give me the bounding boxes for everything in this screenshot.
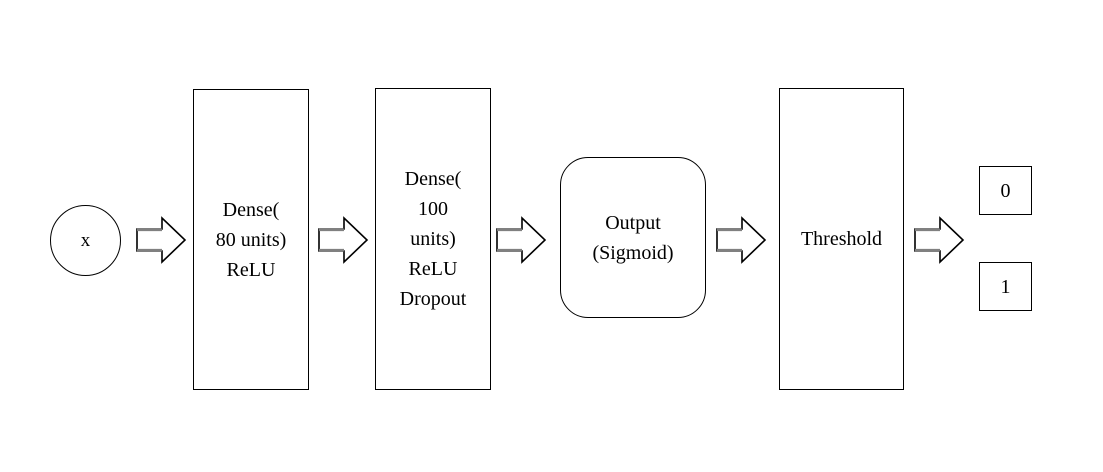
dense-layer-2-label: Dense( 100 units) ReLU Dropout — [399, 168, 467, 310]
class-output-1[interactable]: 1 — [979, 262, 1032, 311]
arrow-output-to-threshold — [716, 216, 767, 264]
input-node[interactable]: x — [50, 205, 121, 276]
arrow-input-to-dense1 — [136, 216, 187, 264]
threshold-block[interactable]: Threshold — [779, 88, 904, 390]
block-arrow-icon — [914, 216, 965, 264]
class-output-0[interactable]: 0 — [979, 166, 1032, 215]
output-layer[interactable]: Output (Sigmoid) — [560, 157, 706, 318]
block-arrow-icon — [496, 216, 547, 264]
input-node-label: x — [80, 229, 91, 251]
dense-layer-1-label: Dense( 80 units) ReLU — [215, 198, 287, 281]
arrow-dense2-to-output — [496, 216, 547, 264]
block-arrow-icon — [716, 216, 767, 264]
class-output-0-label: 0 — [1000, 179, 1011, 202]
output-layer-label: Output (Sigmoid) — [592, 211, 674, 264]
dense-layer-2[interactable]: Dense( 100 units) ReLU Dropout — [375, 88, 491, 390]
class-output-1-label: 1 — [1000, 275, 1011, 298]
block-arrow-icon — [136, 216, 187, 264]
dense-layer-1[interactable]: Dense( 80 units) ReLU — [193, 89, 309, 390]
arrow-threshold-to-classes — [914, 216, 965, 264]
threshold-block-label: Threshold — [800, 228, 883, 250]
block-arrow-icon — [318, 216, 369, 264]
arrow-dense1-to-dense2 — [318, 216, 369, 264]
